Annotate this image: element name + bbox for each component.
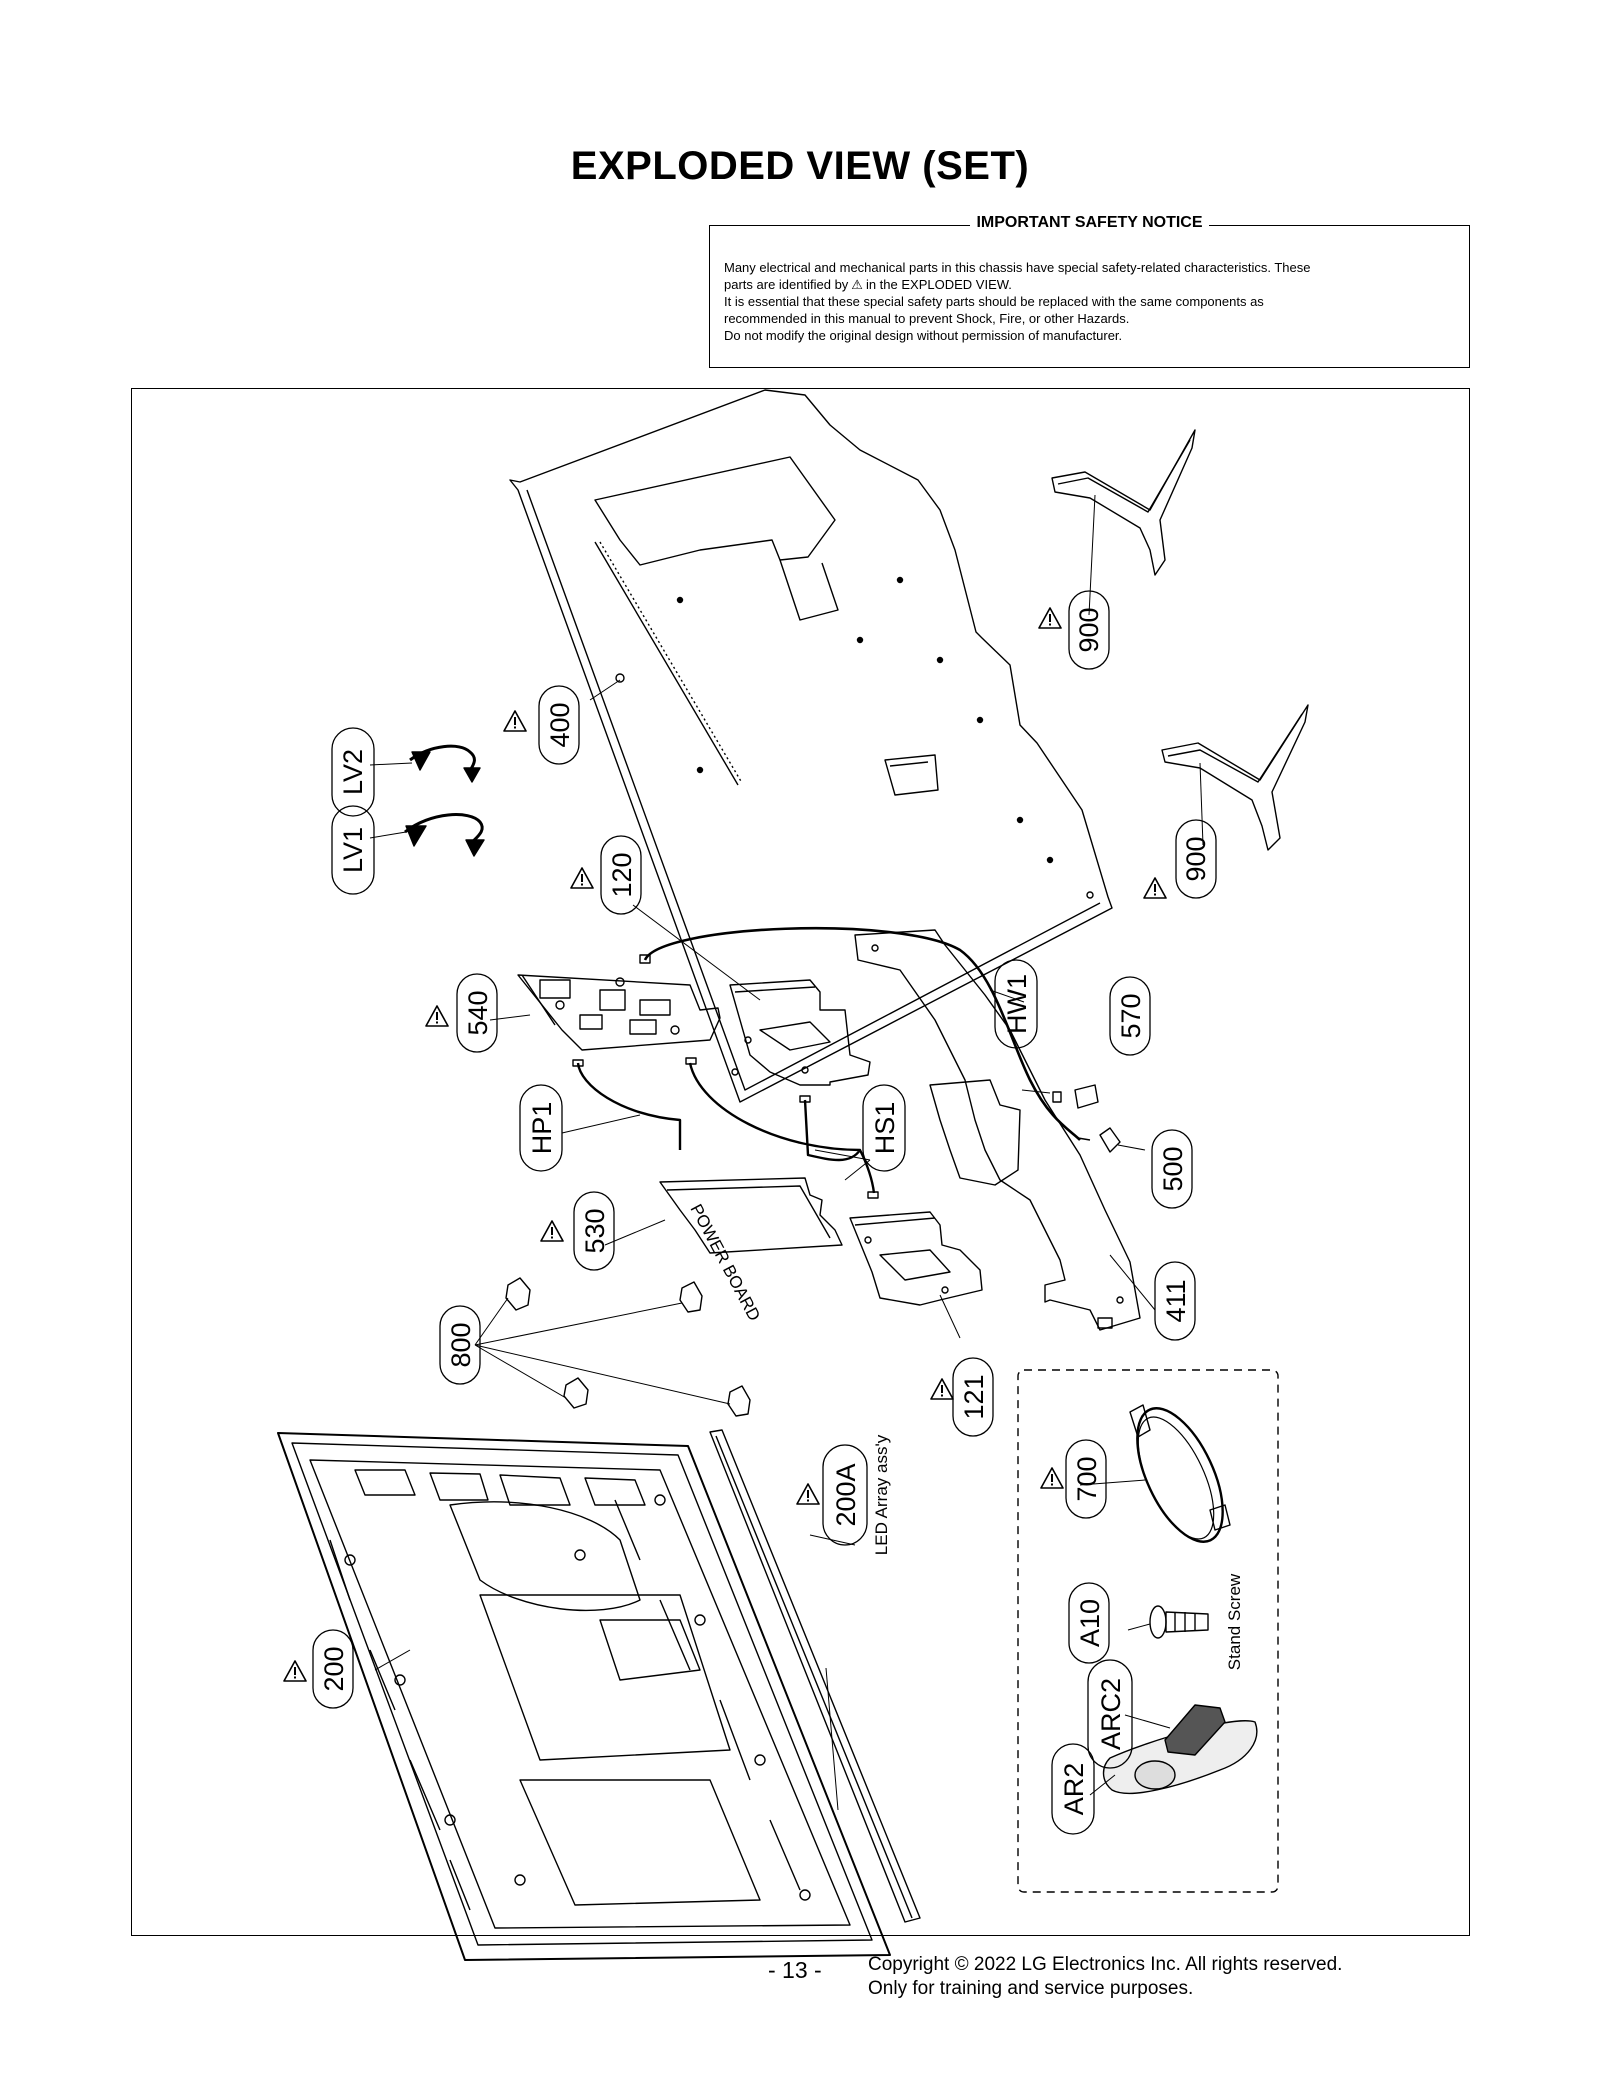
- bracket-120-part: [729, 979, 871, 1086]
- power-board-label: POWER BOARD: [686, 1201, 764, 1324]
- cable-lv1-part: [404, 813, 485, 857]
- part-labels: 900 900 400 LV2 LV1 120 540 HW1 570 HP1 …: [319, 607, 1244, 1815]
- label-arc2: ARC2: [1096, 1678, 1126, 1750]
- main-board-part: [517, 974, 721, 1051]
- label-200: 200: [319, 1646, 349, 1691]
- part-570: [1052, 1084, 1099, 1109]
- notice-line-1: Many electrical and mechanical parts in …: [724, 260, 1311, 275]
- page-number: - 13 -: [768, 1957, 822, 1983]
- stand-screw-a10-part: [1149, 1605, 1209, 1639]
- safety-notice-heading: IMPORTANT SAFETY NOTICE: [970, 214, 1209, 231]
- diagram-frame: [131, 388, 1470, 1936]
- accessory-box: [1017, 1369, 1279, 1893]
- clips-800-part: [505, 1277, 751, 1417]
- label-540: 540: [463, 990, 493, 1035]
- panel-200-part: [277, 1432, 891, 1961]
- label-hp1: HP1: [527, 1102, 557, 1155]
- label-900-upper: 900: [1074, 607, 1104, 652]
- cable-hs1-part: [688, 1062, 876, 1194]
- part-500: [1077, 1127, 1121, 1153]
- stand-upper-part: [1051, 429, 1196, 576]
- copyright: Copyright © 2022 LG Electronics Inc. All…: [868, 1953, 1342, 2001]
- led-array-annotation: LED Array ass'y: [872, 1434, 891, 1555]
- label-121: 121: [959, 1374, 989, 1419]
- label-hs1: HS1: [870, 1102, 900, 1155]
- label-700: 700: [1072, 1456, 1102, 1501]
- power-board-part: POWER BOARD: [659, 1177, 843, 1324]
- label-900-lower: 900: [1181, 836, 1211, 881]
- stand-screw-annotation: Stand Screw: [1225, 1573, 1244, 1670]
- label-hw1: HW1: [1002, 974, 1032, 1034]
- label-400: 400: [545, 702, 575, 747]
- part-bubbles: [312, 590, 1217, 1835]
- label-530: 530: [580, 1208, 610, 1253]
- bracket-121-part: [849, 1211, 983, 1306]
- copyright-line-1: Copyright © 2022 LG Electronics Inc. All…: [868, 1954, 1343, 1975]
- page-title: EXPLODED VIEW (SET): [570, 144, 1030, 188]
- label-800: 800: [446, 1322, 476, 1367]
- notice-line-4: recommended in this manual to prevent Sh…: [724, 311, 1130, 326]
- label-a10: A10: [1075, 1599, 1105, 1647]
- frame-rail-411-part: [854, 929, 1141, 1331]
- label-ar2: AR2: [1059, 1763, 1089, 1816]
- label-120: 120: [607, 852, 637, 897]
- copyright-line-2: Only for training and service purposes.: [868, 1978, 1194, 1999]
- label-lv1: LV1: [338, 827, 368, 873]
- back-cover-part: [509, 389, 1113, 1103]
- notice-line-3: It is essential that these special safet…: [724, 294, 1264, 309]
- notice-line-2: parts are identified by⚠in the EXPLODED …: [724, 277, 1012, 292]
- safety-notice-box: IMPORTANT SAFETY NOTICE Many electrical …: [709, 214, 1470, 368]
- label-570: 570: [1116, 993, 1146, 1038]
- cable-lv2-part: [409, 744, 481, 783]
- led-array-200a-part: [709, 1429, 921, 1923]
- label-500: 500: [1158, 1146, 1188, 1191]
- notice-line-5: Do not modify the original design withou…: [724, 328, 1123, 343]
- label-411: 411: [1161, 1279, 1191, 1322]
- warning-triangle-icons: [283, 607, 1167, 1682]
- remote-ar2-part: [1102, 1720, 1258, 1794]
- battery-cover-arc2-part: [1164, 1704, 1226, 1756]
- stand-lower-part: [1161, 704, 1309, 851]
- cable-hw1-part: [643, 926, 1081, 1141]
- label-200a: 200A: [831, 1463, 861, 1526]
- leader-lines: [369, 494, 1204, 1811]
- label-lv2: LV2: [338, 749, 368, 795]
- cable-hp1-part: [576, 1062, 682, 1150]
- power-cord-700-part: [1129, 1404, 1231, 1543]
- safety-notice-text: Many electrical and mechanical parts in …: [724, 259, 1455, 344]
- warning-triangle-icon: ⚠: [851, 277, 863, 292]
